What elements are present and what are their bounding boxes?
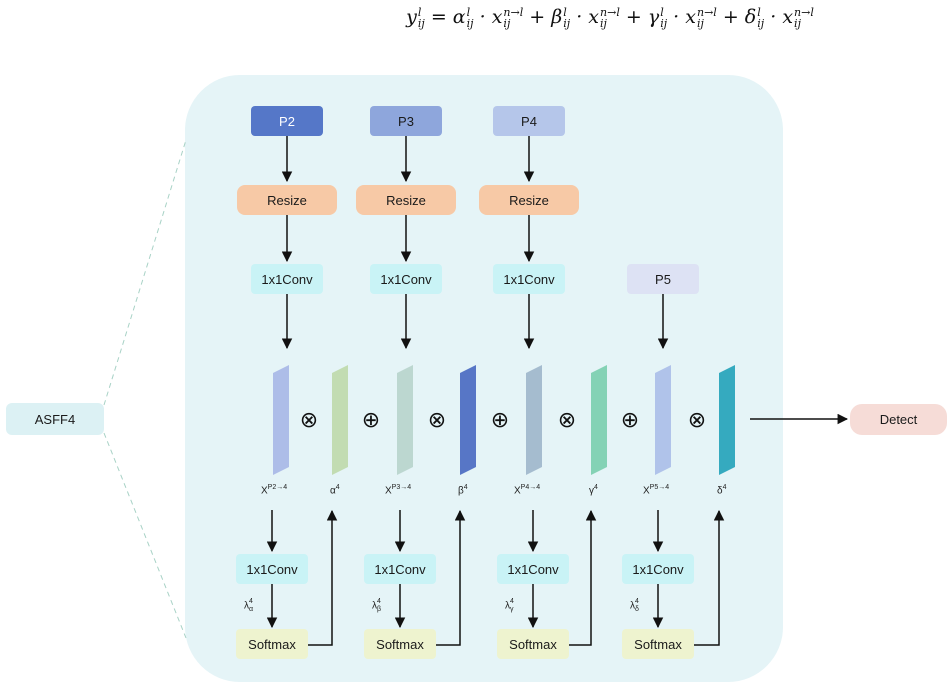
softmax-box-p3: Softmax [364, 629, 436, 659]
softmax-to-weight-arrow-p3 [436, 509, 466, 646]
softmax-to-weight-arrow-p2 [308, 509, 338, 646]
add-op-2: ⊕ [491, 408, 509, 433]
weight-label-p4: γ4 [589, 484, 598, 497]
asff-panel [185, 75, 783, 682]
multiply-op-1: ⊗ [300, 408, 318, 433]
conv-box-p3: 1x1Conv [370, 264, 442, 294]
softmax-to-weight-arrow-p4 [569, 509, 597, 646]
p2-box: P2 [251, 106, 323, 136]
softmax-box-p5: Softmax [622, 629, 694, 659]
add-op-1: ⊕ [362, 408, 380, 433]
weight-map-p5 [719, 365, 735, 475]
weight-map-p3 [460, 365, 476, 475]
softmax-box-p4: Softmax [497, 629, 569, 659]
resize-box-p4: Resize [479, 185, 579, 215]
bottom-conv-box-p2: 1x1Conv [236, 554, 308, 584]
bottom-conv-box-p4: 1x1Conv [497, 554, 569, 584]
p3-box: P3 [370, 106, 442, 136]
bottom-conv-box-p5: 1x1Conv [622, 554, 694, 584]
resize-box-p2: Resize [237, 185, 337, 215]
feature-map-p4 [526, 365, 542, 475]
x-label-p5: XP5→4 [643, 484, 670, 497]
conv-box-p2: 1x1Conv [251, 264, 323, 294]
asff4-box: ASFF4 [6, 403, 104, 435]
feature-map-p5 [655, 365, 671, 475]
x-label-p2: XP2→4 [261, 484, 288, 497]
p4-box: P4 [493, 106, 565, 136]
panel-guide-top [103, 139, 187, 406]
x-label-p4: XP4→4 [514, 484, 541, 497]
detect-box: Detect [850, 404, 947, 435]
feature-map-p2 [273, 365, 289, 475]
weight-label-p2: α4 [330, 484, 340, 497]
multiply-op-3: ⊗ [558, 408, 576, 433]
weight-map-p2 [332, 365, 348, 475]
weight-map-p4 [591, 365, 607, 475]
add-op-3: ⊕ [621, 408, 639, 433]
softmax-to-weight-arrow-p5 [694, 509, 725, 646]
conv-box-p4: 1x1Conv [493, 264, 565, 294]
softmax-box-p2: Softmax [236, 629, 308, 659]
p5-box: P5 [627, 264, 699, 294]
multiply-op-2: ⊗ [428, 408, 446, 433]
weight-label-p5: δ4 [717, 484, 727, 497]
x-label-p3: XP3→4 [385, 484, 412, 497]
panel-guide-bottom [103, 432, 187, 639]
resize-box-p3: Resize [356, 185, 456, 215]
multiply-op-4: ⊗ [688, 408, 706, 433]
weight-label-p3: β4 [458, 484, 468, 497]
bottom-conv-box-p3: 1x1Conv [364, 554, 436, 584]
feature-map-p3 [397, 365, 413, 475]
